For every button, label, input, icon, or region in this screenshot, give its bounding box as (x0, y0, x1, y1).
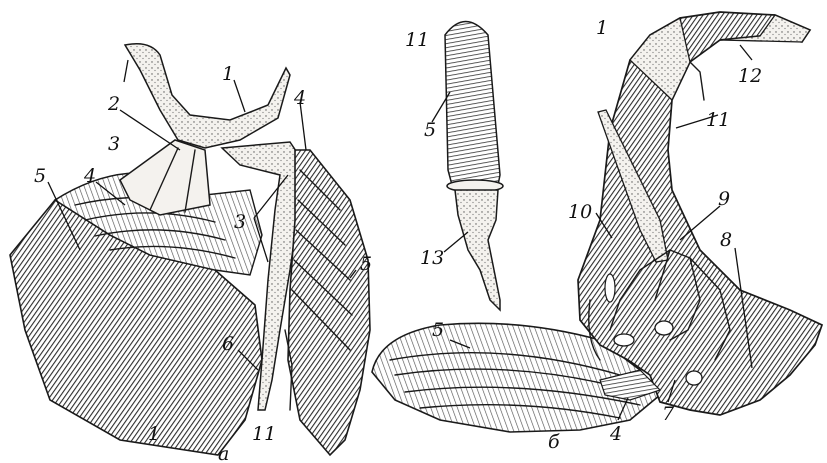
label-a-4-right: 4 (293, 87, 306, 109)
label-a-2: 2 (107, 93, 120, 115)
label-b-13: 13 (420, 247, 444, 269)
label-a-6: 6 (222, 333, 234, 355)
label-a-3-left: 3 (108, 133, 120, 155)
label-a-1-top: 1 (222, 63, 234, 85)
isolated-wing-b (445, 22, 500, 186)
figure-b: 11 5 13 5 б 1 12 11 10 9 8 4 7 (372, 12, 822, 453)
label-b-10: 10 (568, 201, 592, 223)
nodule-1 (655, 321, 673, 335)
label-a-5-left: 5 (34, 165, 46, 187)
label-a-3-right: 3 (234, 211, 246, 233)
right-wing-a (288, 150, 370, 455)
stalk-a (125, 44, 290, 148)
label-b-5-wing: 5 (432, 319, 444, 341)
label-b-1: 1 (596, 17, 608, 39)
label-a-1-bottom: 1 (148, 423, 160, 445)
label-b-subfigure: б (548, 431, 560, 453)
label-b-8: 8 (720, 229, 732, 251)
nodule-2 (686, 371, 702, 385)
label-a-subfigure: a (218, 443, 229, 463)
label-a-11: 11 (252, 423, 276, 445)
label-b-11: 11 (706, 109, 730, 131)
label-b-9: 9 (718, 188, 730, 210)
label-b-4: 4 (609, 423, 622, 445)
label-a-5-right: 5 (360, 253, 372, 275)
label-a-4-left: 4 (83, 165, 96, 187)
nodule-4 (605, 274, 615, 302)
label-b-5-top: 5 (424, 119, 436, 141)
figure-a: 1 2 3 4 5 1 a 3 6 11 4 5 (10, 44, 372, 463)
label-b-11-top: 11 (405, 29, 429, 51)
nodule-3 (614, 334, 634, 346)
wing-base-13 (455, 190, 500, 310)
label-b-7: 7 (662, 403, 675, 425)
label-b-12: 12 (738, 65, 762, 87)
